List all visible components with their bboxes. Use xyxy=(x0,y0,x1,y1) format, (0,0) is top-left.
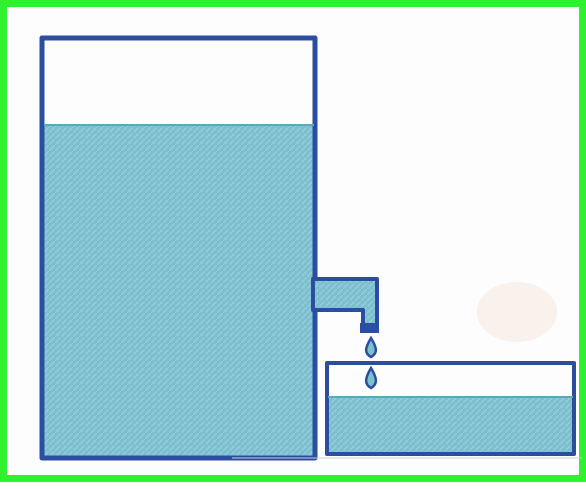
water-drop-icon xyxy=(364,365,378,390)
basin-outline xyxy=(325,361,576,456)
paper-smudge xyxy=(477,282,557,342)
basin-water xyxy=(328,397,573,453)
water-drop-icon xyxy=(364,335,378,359)
tank-illustration xyxy=(39,35,582,461)
tank-outline xyxy=(39,35,318,461)
tank-water xyxy=(44,125,314,456)
outlet-pipe xyxy=(311,277,379,327)
faucet-tip xyxy=(360,323,379,333)
